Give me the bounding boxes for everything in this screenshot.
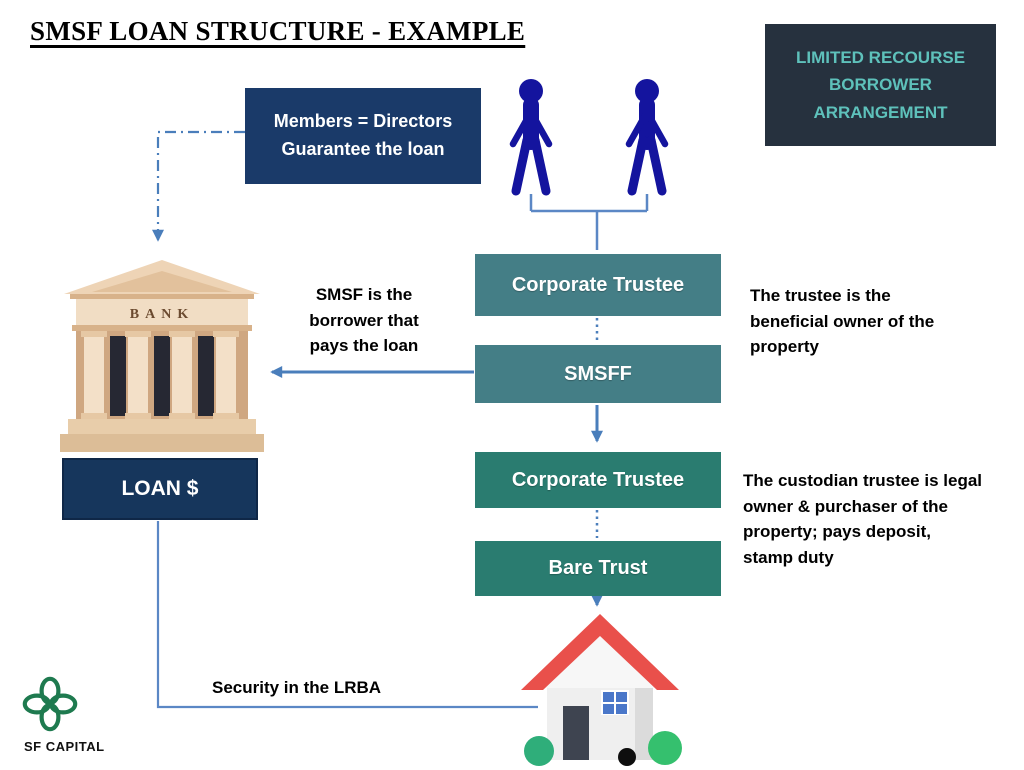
house-roof bbox=[521, 614, 679, 690]
persons-bracket bbox=[529, 194, 649, 250]
page-title: SMSF LOAN STRUCTURE - EXAMPLE bbox=[30, 16, 526, 46]
loan-label: LOAN $ bbox=[121, 477, 199, 500]
loan-box: LOAN $ bbox=[62, 458, 258, 520]
person-icon bbox=[625, 79, 669, 196]
sf-capital-logo: SF CAPITAL bbox=[22, 676, 132, 754]
members-guarantee-label: Members = Directors Guarantee the loan bbox=[273, 111, 453, 159]
annotation-security-lrba: Security in the LRBA bbox=[212, 678, 382, 697]
annotation-trustee-beneficial: The trustee is the beneficial owner of t… bbox=[750, 286, 935, 356]
pebble-icon bbox=[618, 748, 636, 766]
house-window bbox=[601, 690, 629, 715]
corporate-trustee-box-2: Corporate Trustee bbox=[475, 452, 721, 508]
lrba-label: LIMITED RECOURSE BORROWER ARRANGEMENT bbox=[795, 48, 966, 122]
bank-step-lower bbox=[60, 434, 264, 452]
guarantee-connector bbox=[152, 130, 245, 242]
bush-icon bbox=[648, 731, 682, 765]
bush-icon bbox=[524, 736, 554, 766]
clover-knot-icon bbox=[22, 676, 78, 732]
annotation-smsf-borrower: SMSF is the borrower that pays the loan bbox=[309, 285, 419, 355]
bank-step-upper bbox=[68, 419, 256, 434]
lrba-box: LIMITED RECOURSE BORROWER ARRANGEMENT bbox=[765, 24, 996, 146]
annotation-custodian-trustee: The custodian trustee is legal owner & p… bbox=[743, 471, 983, 567]
house-icon bbox=[521, 614, 682, 766]
members-guarantee-box: Members = Directors Guarantee the loan bbox=[245, 88, 481, 184]
person-icon bbox=[509, 79, 553, 196]
bank-building-icon: BANK bbox=[60, 260, 264, 452]
logo-label: SF CAPITAL bbox=[24, 739, 105, 754]
house-door bbox=[563, 706, 589, 760]
bank-frieze bbox=[76, 299, 248, 325]
bank-label: BANK bbox=[130, 307, 194, 322]
bare-trust-box: Bare Trust bbox=[475, 541, 721, 596]
house-gable bbox=[545, 636, 655, 688]
corporate-trustee-box-1: Corporate Trustee bbox=[475, 254, 721, 316]
smsff-box: SMSFF bbox=[475, 345, 721, 403]
